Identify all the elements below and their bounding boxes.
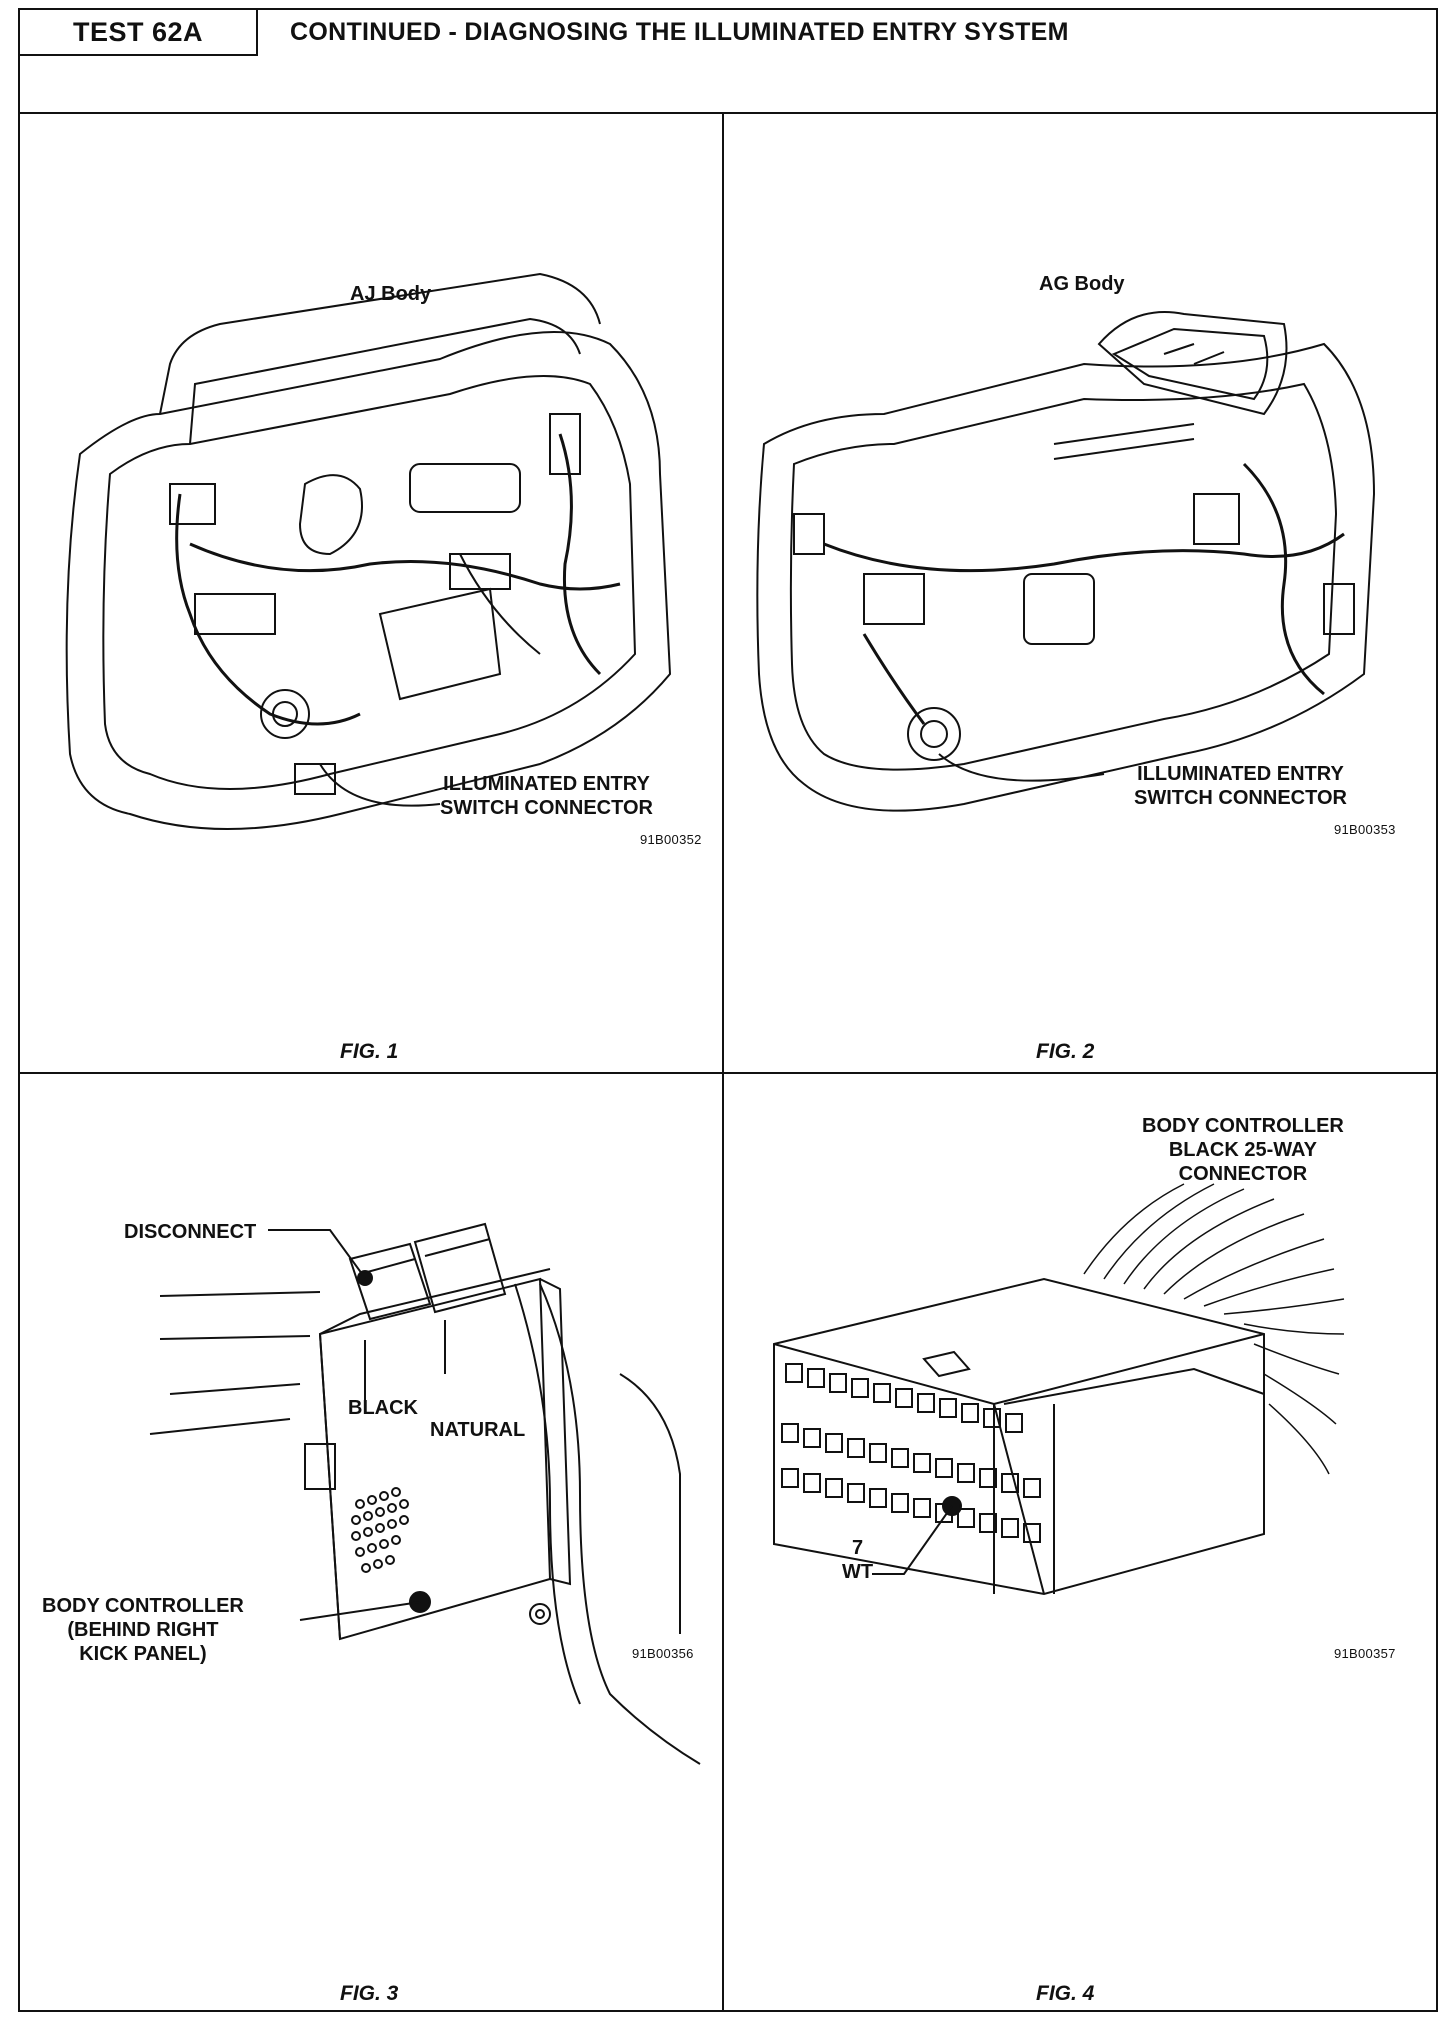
fig1-callout-line1: ILLUMINATED ENTRY [443, 773, 650, 795]
fig3-callout-line1: BODY CONTROLLER [42, 1595, 244, 1617]
figure-grid: AJ Body ILLUMINATED ENTRY SWITCH CONNECT… [20, 114, 1436, 2010]
connector-cavity [851, 1378, 869, 1398]
fig4-drawing-code: 91B00357 [1334, 1646, 1396, 1661]
connector-cavity [891, 1493, 909, 1513]
fig3-natural-label: NATURAL [430, 1419, 526, 1441]
fig1-drawing-code: 91B00352 [640, 832, 702, 847]
fig4-title: BODY CONTROLLER BLACK 25-WAY CONNECTOR [1142, 1114, 1344, 1186]
fig4-pin-number: 7 [851, 1537, 864, 1559]
connector-cavity [983, 1408, 1001, 1428]
connector-cavity [781, 1468, 799, 1488]
connector-cavity [847, 1438, 865, 1458]
fig4-pin-color: WT [842, 1561, 874, 1583]
fig3-callout: BODY CONTROLLER (BEHIND RIGHT KICK PANEL… [42, 1594, 244, 1666]
connector-cavity [873, 1383, 891, 1403]
connector-cavity [803, 1428, 821, 1448]
figure-2-panel: AG Body ILLUMINATED ENTRY SWITCH CONNECT… [724, 114, 1438, 1072]
connector-cavity [803, 1473, 821, 1493]
figure-3-panel: DISCONNECT BLACK NATURAL BODY CONTROLLER… [20, 1074, 722, 2018]
fig3-disconnect-label: DISCONNECT [124, 1221, 257, 1243]
connector-cavity [979, 1468, 997, 1488]
fig2-drawing-code: 91B00353 [1334, 822, 1396, 837]
connector-cavity [1001, 1473, 1019, 1493]
fig2-body-label: AG Body [1039, 273, 1125, 295]
connector-cavity [1023, 1523, 1041, 1543]
fig2-callout: ILLUMINATED ENTRY SWITCH CONNECTOR [1134, 762, 1347, 810]
connector-cavity [961, 1403, 979, 1423]
connector-cavity [825, 1478, 843, 1498]
grid-horizontal-divider [20, 1072, 1436, 1074]
connector-cavity [913, 1498, 931, 1518]
connector-cavity [807, 1368, 825, 1388]
connector-cavity [869, 1488, 887, 1508]
page-title: CONTINUED - DIAGNOSING THE ILLUMINATED E… [290, 18, 1069, 46]
test-page: TEST 62A CONTINUED - DIAGNOSING THE ILLU… [18, 8, 1438, 2012]
connector-wires [1083, 1183, 1345, 1475]
fig2-caption: FIG. 2 [1036, 1040, 1095, 1063]
connector-cavity [979, 1513, 997, 1533]
connector-cavity [957, 1508, 975, 1528]
ag-body-door-drawing [756, 311, 1376, 812]
connector-cavity [895, 1388, 913, 1408]
25-way-connector-drawing [773, 1183, 1345, 1596]
connector-cavity [939, 1398, 957, 1418]
fig3-callout-line2: (BEHIND RIGHT [67, 1619, 219, 1641]
fig3-black-label: BLACK [348, 1397, 418, 1419]
grid-vertical-divider [722, 114, 724, 2010]
fig1-caption: FIG. 1 [340, 1040, 399, 1063]
fig4-caption: FIG. 4 [1036, 1982, 1095, 2005]
fig2-callout-line1: ILLUMINATED ENTRY [1137, 763, 1344, 785]
connector-cavity [825, 1433, 843, 1453]
connector-cavity [891, 1448, 909, 1468]
connector-cavity [829, 1373, 847, 1393]
fig4-title-line3: CONNECTOR [1178, 1163, 1308, 1185]
fig2-callout-line2: SWITCH CONNECTOR [1134, 787, 1347, 809]
figure-4-panel: BODY CONTROLLER BLACK 25-WAY CONNECTOR 7… [724, 1074, 1438, 2018]
connector-cavity [917, 1393, 935, 1413]
page-header: TEST 62A CONTINUED - DIAGNOSING THE ILLU… [20, 10, 1436, 114]
connector-cavity [957, 1463, 975, 1483]
fig4-pin-label: 7 WT [842, 1536, 873, 1584]
connector-cavity [935, 1458, 953, 1478]
fig4-title-line2: BLACK 25-WAY [1168, 1139, 1318, 1161]
connector-cavity [913, 1453, 931, 1473]
figure-1-panel: AJ Body ILLUMINATED ENTRY SWITCH CONNECT… [20, 114, 722, 1072]
aj-body-door-drawing [65, 272, 672, 830]
fig1-callout-line2: SWITCH CONNECTOR [440, 797, 653, 819]
fig1-callout: ILLUMINATED ENTRY SWITCH CONNECTOR [440, 772, 653, 820]
connector-cavities [781, 1363, 1041, 1543]
fig4-title-line1: BODY CONTROLLER [1142, 1115, 1344, 1137]
connector-cavity [785, 1363, 803, 1383]
connector-cavity [869, 1443, 887, 1463]
connector-cavity [781, 1423, 799, 1443]
test-number-box: TEST 62A [20, 10, 258, 56]
body-controller-location-drawing [149, 1222, 701, 1765]
connector-cavity [1005, 1413, 1023, 1433]
connector-cavity [847, 1483, 865, 1503]
connector-cavity [1001, 1518, 1019, 1538]
fig1-body-label: AJ Body [350, 283, 432, 305]
fig3-drawing-code: 91B00356 [632, 1646, 694, 1661]
fig3-caption: FIG. 3 [340, 1982, 399, 2005]
fig3-callout-line3: KICK PANEL) [79, 1643, 207, 1665]
connector-cavity [1023, 1478, 1041, 1498]
